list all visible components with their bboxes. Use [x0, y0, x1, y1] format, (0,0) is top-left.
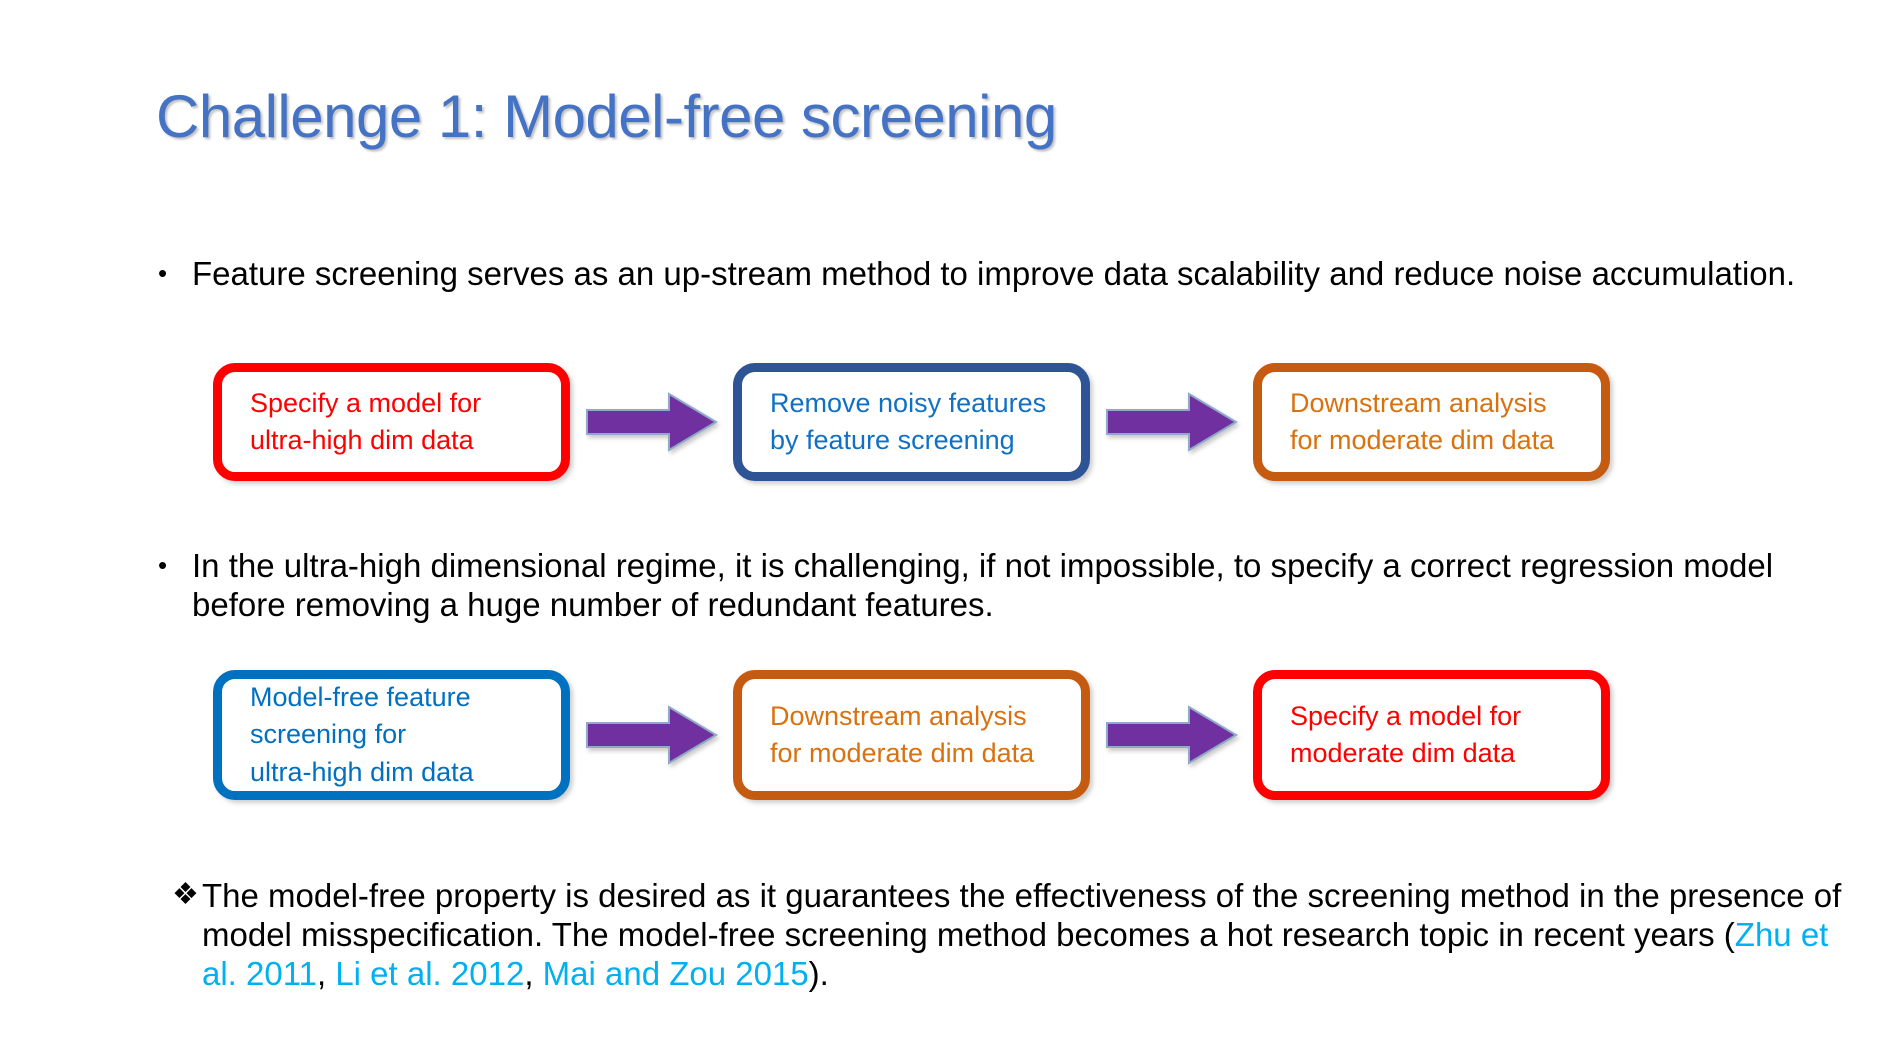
flow-box-line: for moderate dim data	[1290, 425, 1555, 455]
right-arrow-icon	[1105, 703, 1238, 767]
flow-box-remove-noisy-features[interactable]: Remove noisy features by feature screeni…	[733, 363, 1090, 481]
citation-link[interactable]: Mai and Zou 2015	[542, 954, 809, 992]
right-arrow-icon	[1105, 390, 1238, 454]
flow-box-line: screening for	[250, 719, 407, 750]
flow-box-line: Specify a model for	[1290, 700, 1522, 731]
flow-box-specify-model[interactable]: Specify a model for ultra-high dim data	[213, 363, 570, 481]
flow-box-line: ultra-high dim data	[250, 425, 474, 455]
bullet-text: Feature screening serves as an up-stream…	[192, 255, 1796, 292]
right-arrow-icon	[585, 703, 718, 767]
flow-box-downstream-analysis[interactable]: Downstream analysis for moderate dim dat…	[733, 670, 1090, 800]
flow-box-line: Downstream analysis	[770, 700, 1027, 731]
right-arrow-icon	[585, 390, 718, 454]
flow-box-line: Model-free feature	[250, 682, 471, 713]
flow-box-line: by feature screening	[770, 425, 1015, 455]
bullet-text: In the ultra-high dimensional regime, it…	[192, 547, 1774, 623]
flow-diagram-model-based: Specify a model for ultra-high dim data …	[213, 363, 1610, 481]
bullet-marker-icon: •	[158, 550, 168, 580]
flow-box-line: moderate dim data	[1290, 738, 1516, 768]
closing-note: ❖ The model-free property is desired as …	[172, 877, 1852, 994]
bullet-marker-icon: •	[158, 258, 168, 288]
page-title: Challenge 1: Model-free screening	[156, 83, 1057, 150]
flow-box-line: Remove noisy features	[770, 387, 1047, 418]
flow-box-line: for moderate dim data	[770, 738, 1035, 768]
closing-tail: ).	[808, 954, 829, 992]
citation-separator: ,	[316, 954, 336, 992]
diamond-bullet-icon: ❖	[172, 878, 199, 911]
flow-box-model-free-screening[interactable]: Model-free feature screening for ultra-h…	[213, 670, 570, 800]
flow-box-line: Downstream analysis	[1290, 387, 1547, 418]
flow-diagram-model-free: Model-free feature screening for ultra-h…	[213, 670, 1610, 800]
flow-box-line: ultra-high dim data	[250, 756, 474, 787]
bullet-item-feature-screening: • Feature screening serves as an up-stre…	[158, 255, 1798, 294]
closing-text: The model-free property is desired as it…	[202, 877, 1852, 994]
flow-box-downstream-analysis[interactable]: Downstream analysis for moderate dim dat…	[1253, 363, 1610, 481]
citation-group: Zhu et al. 2011, Li et al. 2012, Mai and…	[202, 916, 1828, 992]
flow-box-specify-model-moderate[interactable]: Specify a model for moderate dim data	[1253, 670, 1610, 800]
bullet-item-ultra-high-regime: • In the ultra-high dimensional regime, …	[158, 547, 1838, 625]
flow-box-line: Specify a model for	[250, 387, 482, 418]
citation-link[interactable]: Li et al. 2012	[335, 954, 525, 992]
citation-link[interactable]: Zhu et al. 2011	[202, 915, 1829, 992]
citation-separator: ,	[524, 954, 543, 992]
closing-lead: The model-free property is desired as it…	[202, 877, 1842, 953]
